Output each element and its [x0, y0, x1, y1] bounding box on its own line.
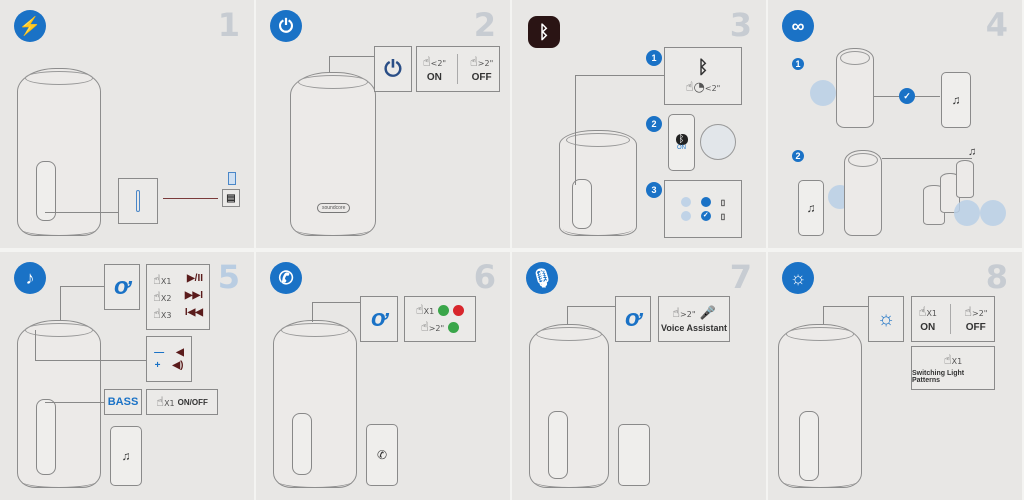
reject-icon [448, 322, 460, 333]
usb-c-port-closeup [118, 178, 158, 224]
phone-call-illustration: ✆ [366, 424, 398, 486]
speaker-illustration [17, 320, 101, 488]
step-number: 1 [217, 6, 240, 44]
off-label: OFF [965, 322, 986, 333]
off-label: OFF [471, 72, 492, 83]
battery-charging-icon: ⚡ [14, 10, 46, 42]
soundcore-button-closeup: ơ [360, 296, 398, 342]
panel-partyCast-link: ∞ 4 1 ✓ ♫ 2 ♫ ♫ [768, 0, 1022, 248]
speaker-illustration: soundcore [290, 72, 376, 236]
phone-call-icon: ✆ [270, 262, 302, 294]
music-notes-icon: ♫ [968, 146, 977, 158]
panel-voice-assistant: 🎙 7 ơ ☝>2" 🎤 Voice Assistant [512, 252, 766, 500]
step-number: 5 [217, 258, 240, 296]
pairing-confirmation: ▯ ✓▯ [664, 180, 742, 238]
bluetooth-bubble [810, 80, 836, 106]
speaker-illustration [273, 320, 357, 488]
battery-icon [228, 172, 236, 185]
voice-assistant-label: Voice Assistant [660, 322, 728, 333]
step-number: 2 [473, 6, 496, 44]
speaker-illustration [17, 68, 101, 236]
step-badge: 3 [646, 182, 662, 198]
step-number: 3 [729, 6, 752, 44]
answer-icon [438, 305, 450, 316]
phone-music-icon: ♫ [941, 72, 971, 128]
power-on-off-instructions: ☝<2"ON ☝>2"OFF [416, 46, 500, 92]
speaker-illustration [559, 130, 637, 236]
power-button-closeup: ⏻ [374, 46, 412, 92]
step-badge: 1 [792, 58, 804, 70]
on-label: ON [920, 322, 936, 333]
speaker-illustration [836, 48, 874, 128]
step-badge: 2 [792, 150, 804, 162]
light-pattern-instructions: ☝X1 Switching Light Patterns [911, 346, 995, 390]
light-button-closeup: ☼ [868, 296, 904, 342]
bass-button-closeup: BASS [104, 389, 142, 415]
panel-charging: ⚡ 1 ▤ [0, 0, 254, 248]
power-adapter-icon: ▤ [222, 189, 240, 207]
bluetooth-button-closeup: ᛒ☝◔<2" [664, 47, 742, 105]
voice-assistant-instructions: ☝>2" 🎤 Voice Assistant [658, 296, 730, 342]
decline-icon [453, 305, 465, 316]
call-instructions: ☝X1 ☝>2" [404, 296, 476, 342]
linked-speaker [956, 160, 974, 198]
step-number: 4 [985, 6, 1008, 44]
soundcore-logo: soundcore [317, 203, 351, 213]
speaker-illustration [844, 150, 882, 236]
music-note-icon: ♪ [14, 262, 46, 294]
step-badge: 1 [646, 50, 662, 66]
light-pattern-label: Switching Light Patterns [912, 369, 965, 384]
volume-instructions: —◀ +◀) [146, 336, 192, 382]
panel-power: ⏻ 2 soundcore ⏻ ☝<2"ON ☝>2"OFF [256, 0, 510, 248]
panel-calls: ✆ 6 ơ ☝X1 ☝>2" ✆ [256, 252, 510, 500]
check-icon: ✓ [899, 88, 915, 104]
speaker-illustration [529, 324, 609, 488]
step-badge: 2 [646, 116, 662, 132]
phone-music-icon: ♫ [110, 426, 142, 486]
soundcore-button-closeup: ơ [104, 264, 140, 310]
speaker-illustration [778, 324, 862, 488]
step-number: 7 [729, 258, 752, 296]
phone-illustration [618, 424, 650, 486]
step-number: 6 [473, 258, 496, 296]
power-icon: ⏻ [270, 10, 302, 42]
zoom-toggle-closeup [700, 124, 736, 160]
soundcore-button-closeup: ơ [615, 296, 651, 342]
microphone-icon: 🎙 [526, 262, 558, 294]
on-label: ON [426, 72, 442, 83]
step-number: 8 [985, 258, 1008, 296]
light-icon: ☼ [782, 262, 814, 294]
bluetooth-icon: ᛒ [528, 16, 560, 48]
link-icon: ∞ [782, 10, 814, 42]
phone-music-icon: ♫ [798, 180, 824, 236]
